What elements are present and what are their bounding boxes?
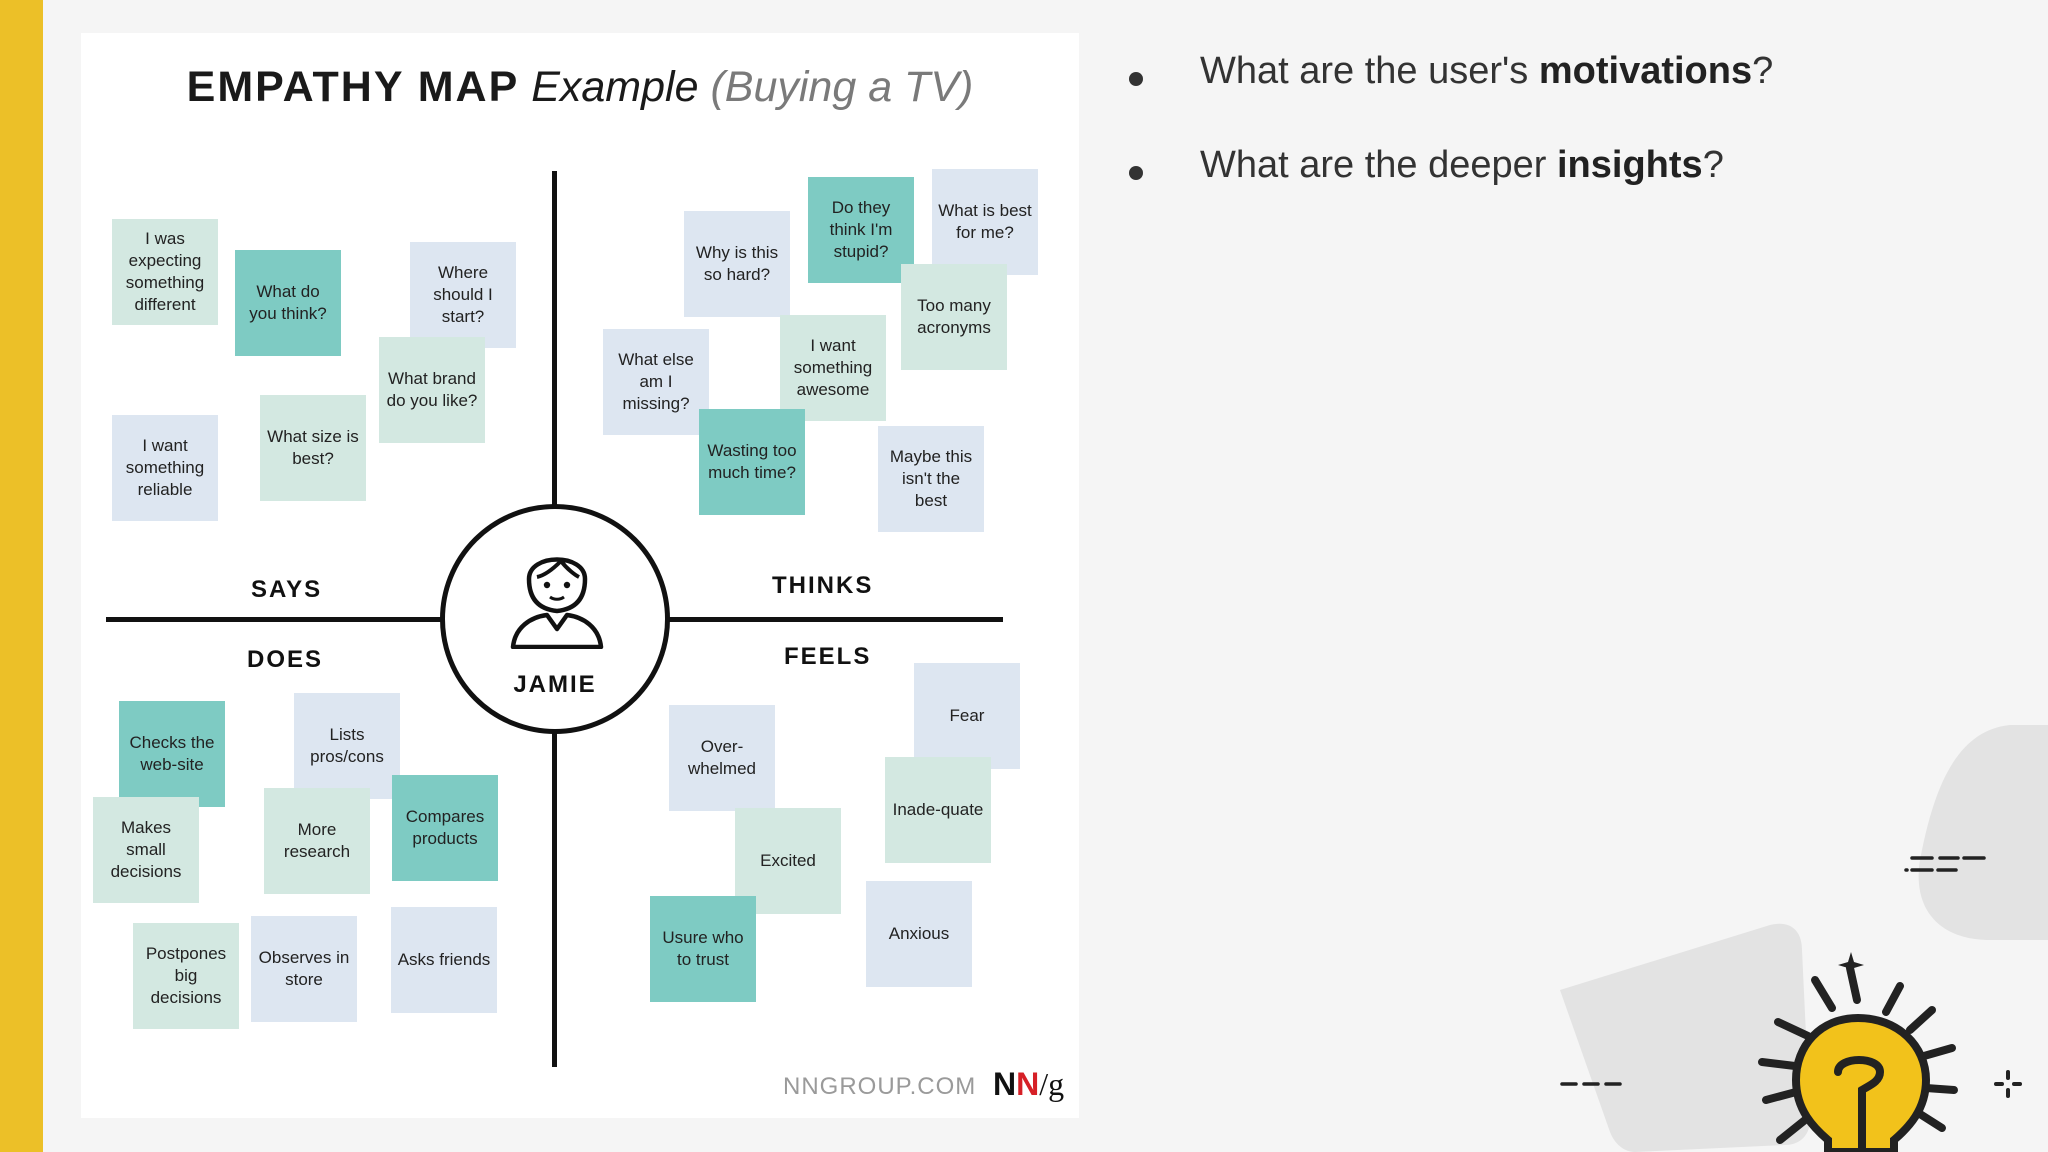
sticky-note: Asks friends	[391, 907, 497, 1013]
quadrant-label-thinks: THINKS	[772, 572, 874, 599]
sticky-note: Compares products	[392, 775, 498, 881]
map-title-example: Example	[531, 63, 699, 111]
sticky-note: I want something reliable	[112, 415, 218, 521]
map-title: EMPATHY MAP Example (Buying a TV)	[81, 63, 1079, 112]
sticky-note: Why is this so hard?	[684, 211, 790, 317]
logo-letter: /g	[1039, 1066, 1065, 1102]
bullet-text-before: What are the deeper	[1200, 144, 1557, 186]
sticky-note: Maybe this isn't the best	[878, 426, 984, 532]
persona-name: JAMIE	[513, 671, 597, 698]
deco-blob	[1918, 725, 2048, 940]
sticky-note: Anxious	[866, 881, 972, 987]
sticky-note: I want something awesome	[780, 315, 886, 421]
sticky-note: Do they think I'm stupid?	[808, 177, 914, 283]
nngroup-url: NNGROUP.COM	[783, 1073, 977, 1100]
sticky-note: Wasting too much time?	[699, 409, 805, 515]
lightbulb-icon	[1758, 964, 1958, 1152]
map-title-subtitle: (Buying a TV)	[710, 63, 974, 111]
sticky-note: What do you think?	[235, 250, 341, 356]
bullet-text-after: ?	[1702, 144, 1724, 186]
sticky-note: Makes small decisions	[93, 797, 199, 903]
sticky-note: Too many acronyms	[901, 264, 1007, 370]
sticky-note: Inade-quate	[885, 757, 991, 863]
bullet-text-bold: motivations	[1538, 50, 1753, 92]
dash-lines-icon	[1560, 856, 1986, 1086]
bullet-item: What are the deeper insights?	[1120, 144, 2000, 238]
bullet-dot-icon	[1129, 166, 1143, 180]
sticky-note: Checks the web-site	[119, 701, 225, 807]
logo-letter: N	[993, 1066, 1017, 1102]
quadrant-label-does: DOES	[247, 646, 324, 673]
sticky-note: Postpones big decisions	[133, 923, 239, 1029]
sticky-note: Over-whelmed	[669, 705, 775, 811]
sticky-note: What brand do you like?	[379, 337, 485, 443]
empathy-map-image: EMPATHY MAP Example (Buying a TV) I was …	[81, 33, 1079, 1118]
logo-letter: N	[1016, 1066, 1040, 1102]
bullet-text-bold: insights	[1557, 144, 1703, 186]
persona-circle: JAMIE	[440, 504, 670, 734]
bullet-text: What are the user's motivations?	[1200, 50, 1773, 93]
person-icon	[510, 557, 604, 649]
sticky-note: Observes in store	[251, 916, 357, 1022]
quadrant-label-says: SAYS	[251, 576, 323, 603]
nngroup-logo: NN/g	[993, 1066, 1064, 1103]
lightbulb-decoration	[1560, 725, 2048, 1152]
sticky-note: More research	[264, 788, 370, 894]
sticky-note: What size is best?	[260, 395, 366, 501]
accent-bar	[0, 0, 43, 1152]
sticky-note: Where should I start?	[410, 242, 516, 348]
deco-blob	[1560, 923, 1810, 1152]
bullet-text: What are the deeper insights?	[1200, 144, 1724, 187]
bullet-dot-icon	[1129, 72, 1143, 86]
sticky-note: What else am I missing?	[603, 329, 709, 435]
bullet-text-before: What are the user's	[1200, 50, 1539, 92]
sticky-note: Fear	[914, 663, 1020, 769]
quadrant-label-feels: FEELS	[784, 643, 872, 670]
sticky-note: What is best for me?	[932, 169, 1038, 275]
map-title-main: EMPATHY MAP	[186, 63, 520, 111]
sticky-note: Lists pros/cons	[294, 693, 400, 799]
sticky-note: Excited	[735, 808, 841, 914]
sparkle-icon	[1994, 1070, 2022, 1098]
bullet-item: What are the user's motivations?	[1120, 50, 2000, 144]
bullet-text-after: ?	[1752, 50, 1774, 92]
bullet-list: What are the user's motivations? What ar…	[1120, 50, 2000, 238]
sticky-note: I was expecting something different	[112, 219, 218, 325]
sticky-note: Usure who to trust	[650, 896, 756, 1002]
